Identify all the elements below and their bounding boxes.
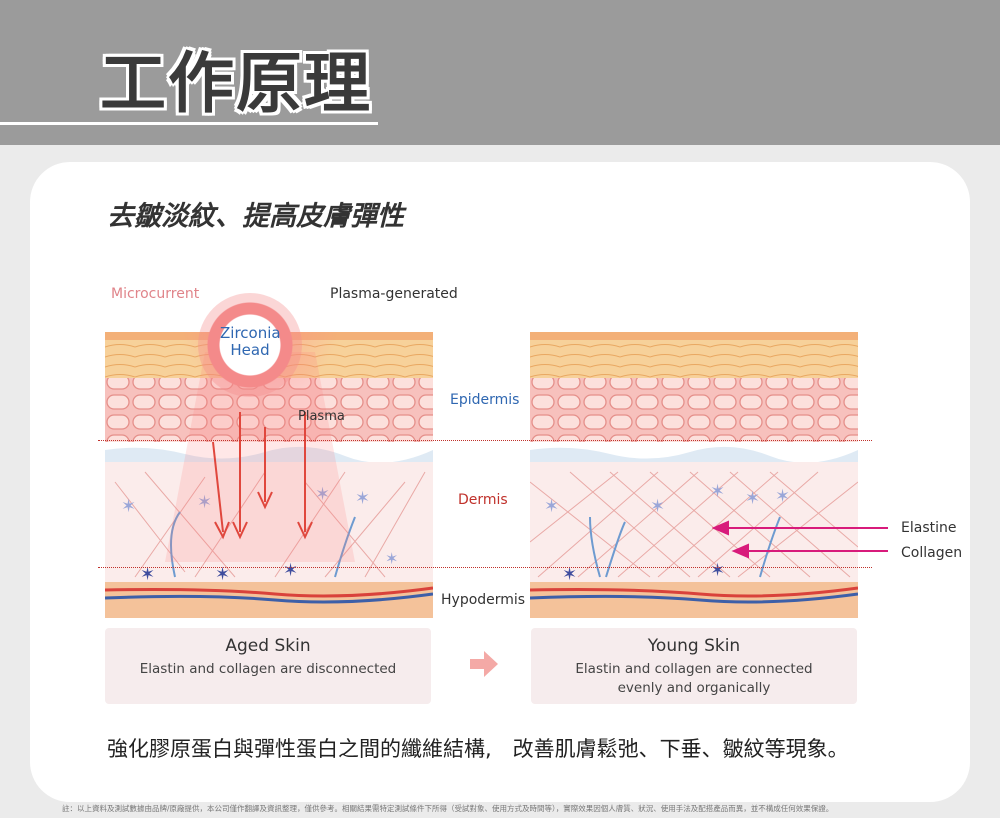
fiber-pointer-arrows [712, 520, 888, 559]
svg-text:✶: ✶ [283, 560, 298, 581]
young-skin-desc-line2: evenly and organically [617, 680, 771, 696]
svg-text:✶: ✶ [215, 564, 230, 585]
right-arrow-icon [465, 645, 503, 683]
dermis-boundary-line [98, 567, 872, 568]
header-bar: 工作原理 [0, 0, 1000, 145]
benefit-statement: 強化膠原蛋白與彈性蛋白之間的纖維結構, 改善肌膚鬆弛、下垂、皺紋等現象。 [107, 737, 849, 761]
plasma-generated-label: Plasma-generated [330, 286, 458, 302]
hypodermis-label: Hypodermis [441, 592, 526, 608]
svg-text:✶: ✶ [745, 488, 760, 509]
aged-skin-caption: Aged Skin Elastin and collagen are disco… [105, 628, 431, 704]
svg-text:✶: ✶ [650, 496, 665, 517]
elastine-label: Elastine [901, 520, 957, 536]
plasma-label: Plasma [298, 409, 345, 424]
page-title: 工作原理 [100, 45, 372, 122]
microcurrent-label: Microcurrent [111, 286, 200, 302]
aged-skin-desc: Elastin and collagen are disconnected [139, 661, 397, 677]
zirconia-head-icon [198, 293, 302, 397]
svg-text:✶: ✶ [775, 486, 790, 507]
epidermis-boundary-line [98, 440, 872, 441]
svg-text:✶: ✶ [140, 564, 155, 585]
svg-text:✶: ✶ [710, 481, 725, 502]
svg-text:✶: ✶ [544, 496, 559, 517]
young-skin-illustration: ✶ ✶ ✶ ✶ ✶ ✶ ✶ [530, 332, 858, 618]
disclaimer-footnote: 註：以上資料及測試數據由品牌/原廠提供，本公司僅作翻譯及資訊整理，僅供參考。相關… [62, 804, 834, 813]
svg-text:✶: ✶ [315, 484, 330, 505]
svg-text:✶: ✶ [197, 492, 212, 513]
young-skin-caption: Young Skin Elastin and collagen are conn… [531, 628, 857, 704]
dermis-label: Dermis [458, 492, 508, 508]
svg-text:✶: ✶ [355, 488, 370, 509]
epidermis-label: Epidermis [450, 392, 520, 408]
young-skin-desc-line1: Elastin and collagen are connected [575, 661, 813, 677]
young-skin-title: Young Skin [647, 636, 741, 656]
zirconia-head-label: Zirconia Head [220, 324, 281, 359]
svg-text:✶: ✶ [385, 549, 398, 568]
title-underline [0, 122, 378, 125]
collagen-label: Collagen [901, 545, 963, 561]
aged-skin-title: Aged Skin [225, 636, 311, 656]
section-subtitle: 去皺淡紋、提高皮膚彈性 [107, 201, 404, 232]
svg-text:✶: ✶ [710, 560, 725, 581]
svg-text:✶: ✶ [121, 496, 136, 517]
svg-text:✶: ✶ [562, 564, 577, 585]
